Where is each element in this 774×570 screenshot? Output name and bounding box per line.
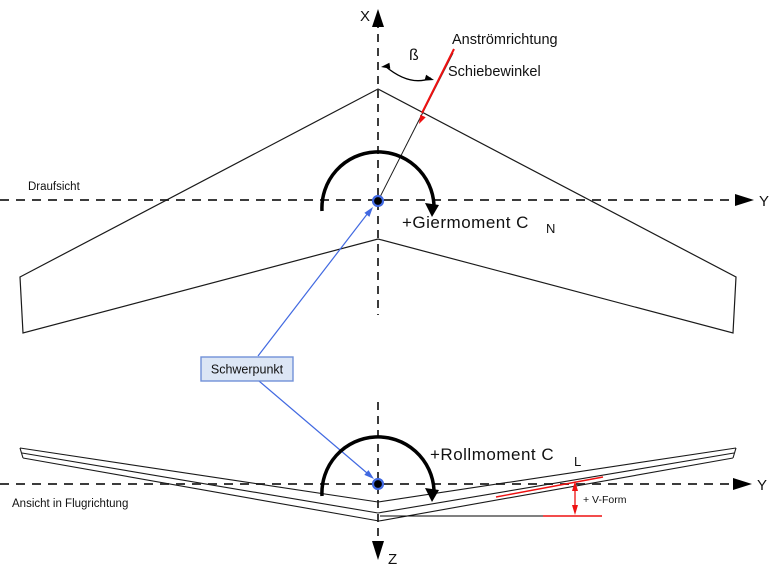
left-wing-top-edge	[19, 447, 379, 503]
dihedral-arrow-down-icon	[572, 505, 578, 515]
x-axis-label: X	[360, 8, 370, 25]
cg-dot-top	[371, 194, 385, 208]
wing-front-silhouette	[19, 447, 737, 522]
y-axis-label-bottom: Y	[757, 477, 767, 494]
sideslip-symbol: ß	[409, 47, 419, 64]
right-wing-top-edge	[377, 447, 737, 503]
cg-arrow-top-line	[257, 212, 369, 357]
cg-label: Schwerpunkt	[211, 363, 284, 377]
z-axis-arrow-icon	[372, 541, 384, 560]
roll-moment-label: +Rollmoment C	[430, 445, 554, 464]
cg-arrow-bottom-icon	[364, 470, 374, 479]
top-view-label: Draufsicht	[28, 181, 81, 193]
front-view: Y Z Ansicht in Flugrichtung +Rollmoment …	[0, 402, 767, 568]
right-wing-mid-edge	[377, 452, 735, 514]
yaw-moment-arrow-icon	[425, 203, 439, 217]
flow-direction-label: Anströmrichtung	[452, 32, 558, 48]
dihedral-arrow-up-icon	[572, 481, 578, 491]
sideslip-arc-left-arrow-icon	[381, 62, 391, 69]
left-wing-bottom-edge	[22, 457, 380, 522]
yaw-moment-subscript: N	[546, 221, 555, 236]
cg-callout: Schwerpunkt	[200, 207, 374, 479]
sideslip-arc-right-arrow-icon	[424, 74, 434, 81]
flow-direction-line	[421, 48, 455, 114]
roll-moment-arc	[320, 435, 436, 497]
cg-arrow-top-icon	[364, 207, 373, 217]
y-axis-label-top: Y	[759, 193, 769, 210]
wing-planform-outline	[19, 88, 737, 334]
front-view-label: Ansicht in Flugrichtung	[12, 498, 128, 510]
cg-arrow-bottom-line	[258, 380, 368, 474]
right-wing-bottom-edge	[378, 457, 734, 522]
z-axis-label: Z	[388, 551, 397, 568]
roll-moment-arrow-icon	[425, 488, 439, 502]
sideslip-angle-arc	[384, 65, 432, 82]
top-view: X Y Draufsicht Anströmrichtung Schiebewi…	[0, 8, 769, 334]
left-wingtip-edge	[19, 447, 24, 459]
right-wingtip-edge	[732, 447, 737, 459]
cg-box	[200, 356, 294, 382]
sideslip-label: Schiebewinkel	[448, 64, 541, 80]
x-axis-arrow-icon	[372, 9, 384, 27]
left-wing-mid-edge	[21, 452, 379, 514]
flow-direction-arrow-icon	[419, 114, 426, 124]
roll-moment-subscript: L	[574, 454, 581, 469]
yaw-moment-arc	[320, 150, 436, 212]
y-axis-arrow-top-icon	[735, 194, 754, 206]
y-axis-arrow-bottom-icon	[733, 478, 752, 490]
dihedral-wing-line-red	[495, 476, 604, 498]
yaw-moment-label: +Giermoment C	[402, 213, 529, 232]
cg-dot-bottom	[371, 477, 385, 491]
dihedral-label: + V-Form	[583, 494, 627, 506]
